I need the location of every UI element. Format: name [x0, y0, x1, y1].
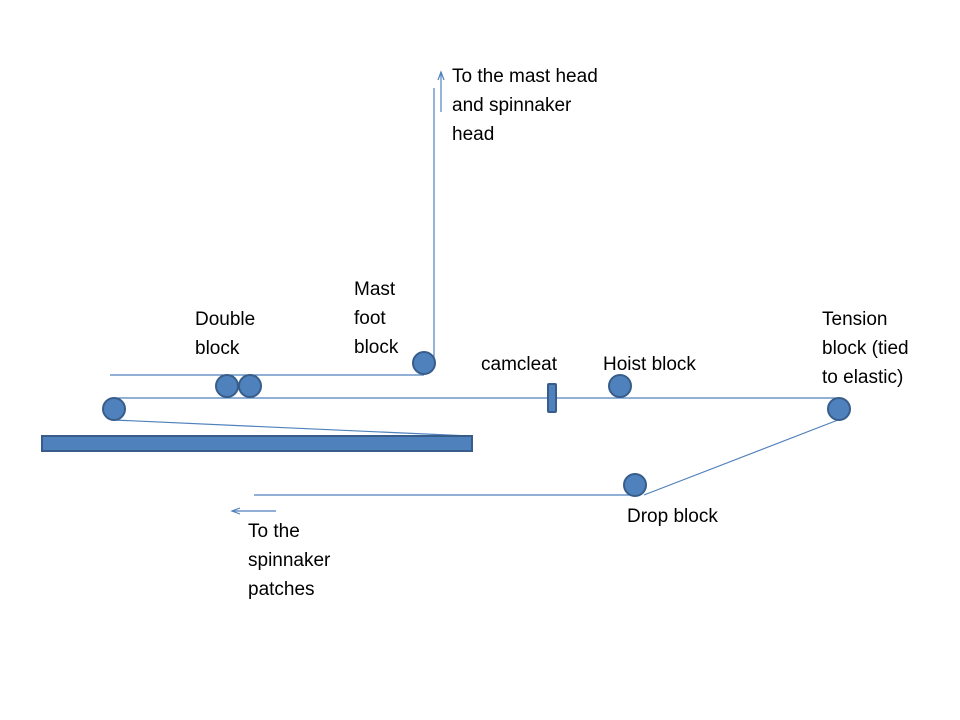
- boom-bar: [41, 435, 473, 452]
- tension-block: [827, 397, 851, 421]
- left-block: [102, 397, 126, 421]
- label-spinnaker-patches: To the spinnaker patches: [248, 521, 331, 600]
- camcleat-shape: [547, 383, 557, 413]
- label-mast-foot-block: Mast foot block: [354, 279, 399, 358]
- arrow-left-icon: [230, 507, 241, 515]
- line-left-to-boom: [113, 419, 471, 437]
- label-mast-head: To the mast head and spinnaker head: [452, 66, 598, 145]
- label-hoist-block: Hoist block: [603, 354, 696, 375]
- hoist-block: [608, 374, 632, 398]
- line-tension-to-drop: [643, 419, 839, 496]
- double-block-a: [215, 374, 239, 398]
- label-tension-block: Tension block (tied to elastic): [822, 309, 909, 388]
- drop-block: [623, 473, 647, 497]
- label-camcleat: camcleat: [481, 354, 558, 375]
- mast-foot-block: [412, 351, 436, 375]
- label-drop-block: Drop block: [627, 506, 718, 527]
- label-double-block: Double block: [195, 309, 256, 359]
- double-block-b: [238, 374, 262, 398]
